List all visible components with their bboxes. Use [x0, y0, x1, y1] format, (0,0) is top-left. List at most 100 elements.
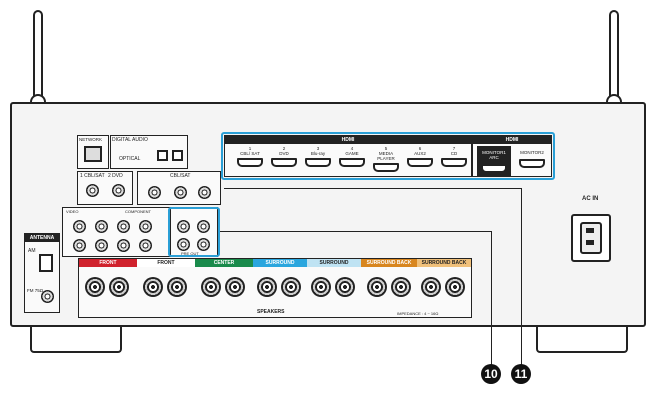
antenna-block: ANTENNA AM FM 75Ω [24, 233, 60, 313]
video-label: VIDEO [66, 209, 79, 214]
optical-port-1[interactable] [157, 150, 168, 161]
spk-terminal-1[interactable] [85, 277, 105, 297]
am-label: AM [28, 248, 36, 254]
pre-out-jack-1[interactable] [177, 220, 190, 233]
hdmi-connector-6[interactable] [407, 158, 433, 167]
hdmi-header-label: HDMI [341, 137, 355, 143]
pre-out-label: PRE OUT [181, 251, 199, 256]
cbl-sat-label: CBL/SAT [170, 173, 191, 179]
fm-jack[interactable] [41, 290, 54, 303]
ac-in-socket[interactable] [571, 214, 611, 262]
component-jack-7[interactable] [117, 239, 130, 252]
component-jack-6[interactable] [95, 239, 108, 252]
speaker-block: FRONT FRONT CENTER SURROUND SURROUND SUR… [78, 258, 472, 318]
spk-header-sb-r: SURROUND BACK [417, 259, 471, 267]
spk-terminal-14[interactable] [445, 277, 465, 297]
hdmi-monitor2-port[interactable]: MONITOR2 [515, 146, 549, 176]
callout-11-line-v [521, 188, 522, 365]
cbl-sat-audio-block: CBL/SAT [137, 171, 221, 205]
pre-out-block: PRE OUT [170, 207, 218, 257]
fm-label: FM 75Ω [27, 288, 44, 293]
hdmi-port-4[interactable]: 4 GAME [337, 146, 367, 167]
audio-in-jack-2[interactable] [174, 186, 187, 199]
hdmi-connector-7[interactable] [441, 158, 467, 167]
pre-out-jack-3[interactable] [177, 238, 190, 251]
impedance-label: IMPEDANCE : 4 ~ 16Ω [397, 311, 439, 316]
callout-10-line-v [491, 231, 492, 365]
spk-terminal-4[interactable] [167, 277, 187, 297]
hdmi-connector-2[interactable] [271, 158, 297, 167]
hdmi-connector-4[interactable] [339, 158, 365, 167]
spk-header-surround-r: SURROUND [307, 259, 361, 267]
callout-10: 10 [481, 364, 501, 384]
spk-terminal-7[interactable] [257, 277, 277, 297]
component-jack-4[interactable] [139, 220, 152, 233]
component-block: VIDEO COMPONENT [62, 207, 170, 257]
spk-terminal-13[interactable] [421, 277, 441, 297]
ethernet-port[interactable] [84, 146, 102, 162]
ac-in-label: AC IN [582, 196, 599, 202]
spk-terminal-2[interactable] [109, 277, 129, 297]
hdmi-port-3[interactable]: 3 Blu-ray [303, 146, 333, 167]
coax-input-label-1: 1 CBL/SAT [80, 173, 105, 179]
spk-terminal-10[interactable] [335, 277, 355, 297]
component-label: COMPONENT [125, 209, 151, 214]
hdmi-port-5[interactable]: 5 MEDIA PLAYER [371, 146, 401, 172]
optical-label: OPTICAL [119, 156, 141, 162]
video-in-jack-2[interactable] [112, 184, 125, 197]
spk-terminal-9[interactable] [311, 277, 331, 297]
pre-out-jack-4[interactable] [197, 238, 210, 251]
video-in-jack-1[interactable] [86, 184, 99, 197]
hdmi-monitor1-connector[interactable] [481, 164, 507, 173]
optical-port-2[interactable] [172, 150, 183, 161]
hdmi-port-1[interactable]: 1 CBL/ SAT [235, 146, 265, 167]
component-jack-1[interactable] [73, 220, 86, 233]
spk-terminal-12[interactable] [391, 277, 411, 297]
right-antenna [604, 10, 624, 110]
spk-terminal-11[interactable] [367, 277, 387, 297]
callout-11: 11 [511, 364, 531, 384]
coax-input-block: 1 CBL/SAT 2 DVD [77, 171, 133, 205]
spk-terminal-6[interactable] [225, 277, 245, 297]
speakers-label: SPEAKERS [257, 309, 285, 315]
hdmi-connector-3[interactable] [305, 158, 331, 167]
antenna-header: ANTENNA [25, 234, 59, 242]
hdmi-port-7[interactable]: 7 CD [439, 146, 469, 167]
hdmi-monitor-block: HDMI MONITOR1 ARC MONITOR2 [472, 135, 552, 177]
spk-terminal-5[interactable] [201, 277, 221, 297]
am-terminal[interactable] [39, 254, 53, 272]
hdmi-input-block: HDMI 1 CBL/ SAT 2 DVD 3 Blu-ray 4 GAME 5… [224, 135, 472, 177]
left-foot [30, 327, 122, 353]
network-label: NETWORK [79, 137, 102, 142]
hdmi-monitor-header: HDMI [473, 136, 551, 144]
right-foot [536, 327, 628, 353]
pre-out-highlight [168, 207, 220, 257]
spk-terminal-3[interactable] [143, 277, 163, 297]
hdmi-connector-5[interactable] [373, 163, 399, 172]
spk-header-sb-l: SURROUND BACK [361, 259, 417, 267]
hdmi-port-6[interactable]: 6 AUX2 [405, 146, 435, 167]
spk-header-front-l: FRONT [79, 259, 137, 267]
spk-header-center: CENTER [195, 259, 253, 267]
component-jack-2[interactable] [95, 220, 108, 233]
spk-terminal-8[interactable] [281, 277, 301, 297]
spk-header-front-r: FRONT [137, 259, 195, 267]
hdmi-monitor1-port[interactable]: MONITOR1 ARC [477, 146, 511, 176]
component-jack-5[interactable] [73, 239, 86, 252]
spk-header-surround-l: SURROUND [253, 259, 307, 267]
network-port-block: NETWORK [77, 135, 109, 169]
hdmi-highlight [221, 132, 555, 180]
component-jack-3[interactable] [117, 220, 130, 233]
callout-11-line-h [224, 188, 522, 189]
left-antenna [28, 10, 48, 110]
audio-in-jack-3[interactable] [198, 186, 211, 199]
digital-audio-block: DIGITAL AUDIO OPTICAL [110, 135, 188, 169]
audio-in-jack-1[interactable] [148, 186, 161, 199]
hdmi-port-2[interactable]: 2 DVD [269, 146, 299, 167]
pre-out-jack-2[interactable] [197, 220, 210, 233]
hdmi-connector-1[interactable] [237, 158, 263, 167]
hdmi-header: HDMI [225, 136, 471, 144]
component-jack-8[interactable] [139, 239, 152, 252]
hdmi-monitor2-connector[interactable] [519, 159, 545, 168]
callout-10-line [220, 231, 492, 232]
